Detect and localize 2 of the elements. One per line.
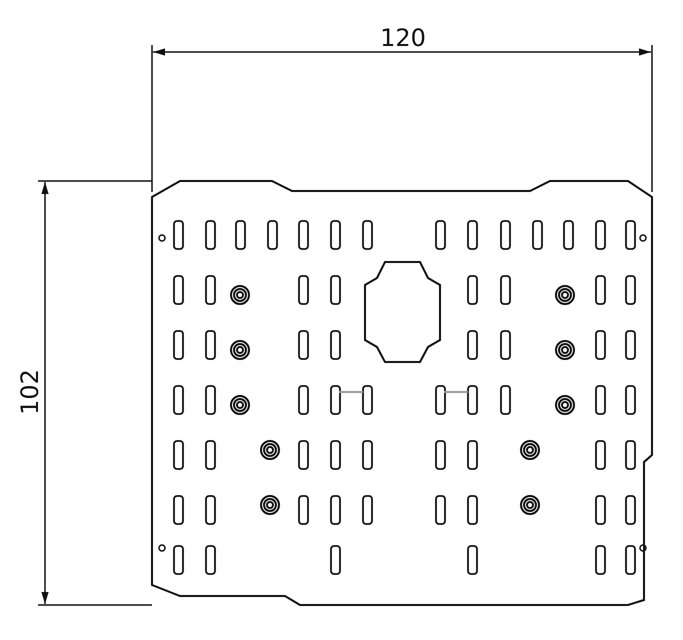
dimension-label: 102 xyxy=(16,369,44,415)
dimension-label: 120 xyxy=(380,24,426,52)
